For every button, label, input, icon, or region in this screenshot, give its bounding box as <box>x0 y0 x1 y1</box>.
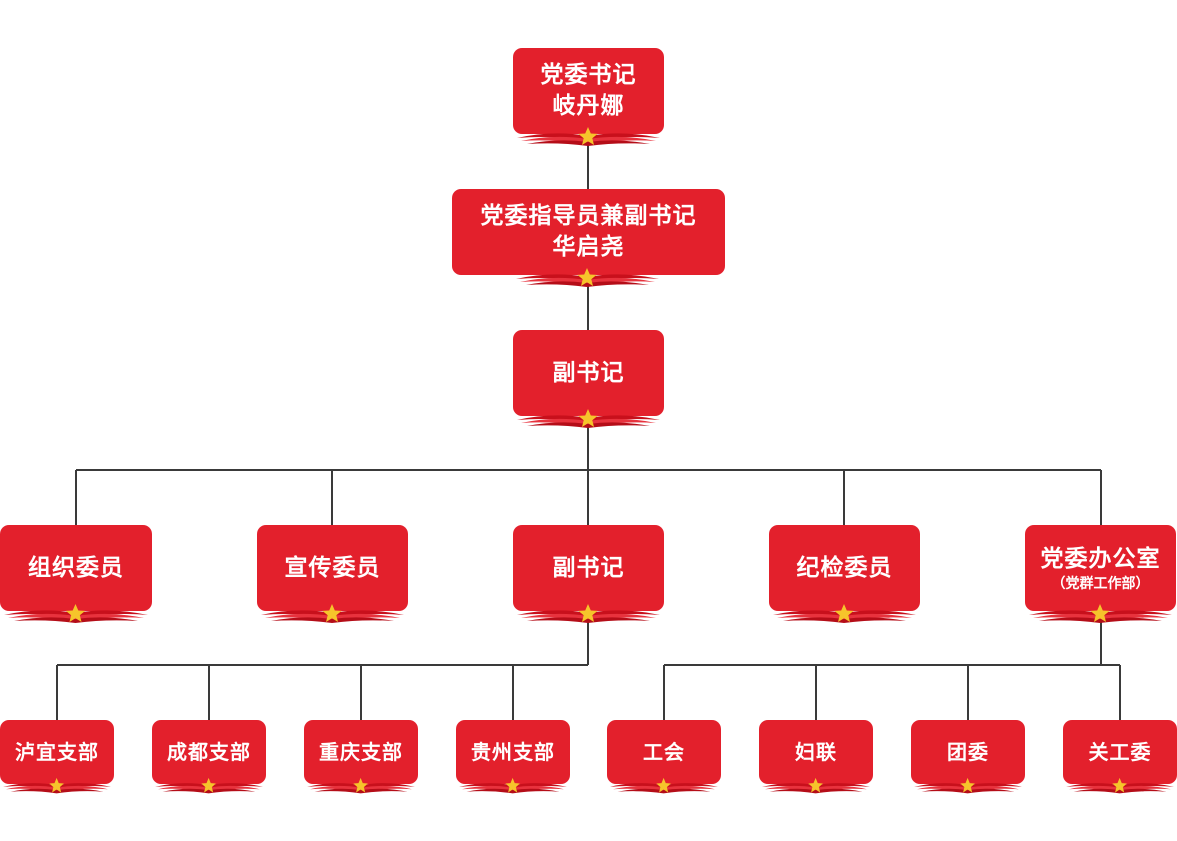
node-title: 党委书记 <box>540 62 637 88</box>
node-title: 工会 <box>643 739 685 764</box>
node-title: 成都支部 <box>167 739 251 764</box>
node-title: 关工委 <box>1088 739 1152 764</box>
node-title: 宣传委员 <box>284 554 381 581</box>
node-women-federation: 妇联 <box>759 720 873 796</box>
ribbon-star-icon <box>516 268 659 287</box>
node-title: 纪检委员 <box>796 554 893 581</box>
ribbon-star-icon <box>914 777 1022 794</box>
node-person-name: 岐丹娜 <box>552 93 625 119</box>
node-chengdu-branch: 成都支部 <box>152 720 266 796</box>
ribbon-star-icon <box>610 777 718 794</box>
node-title: 贵州支部 <box>471 739 555 764</box>
node-propaganda-member: 宣传委员 <box>257 525 408 625</box>
ribbon-star-icon <box>155 777 263 794</box>
node-organization-member: 组织委员 <box>0 525 152 625</box>
node-title: 组织委员 <box>28 554 124 581</box>
node-deputy-secretary-top: 副书记 <box>513 330 664 430</box>
ribbon-star-icon <box>773 604 916 623</box>
ribbon-star-icon <box>261 604 404 623</box>
node-elder-committee: 关工委 <box>1063 720 1177 796</box>
node-title: 泸宜支部 <box>15 739 99 764</box>
node-party-secretary: 党委书记 岐丹娜 <box>513 48 664 148</box>
node-party-office: 党委办公室 （党群工作部） <box>1025 525 1176 625</box>
node-chongqing-branch: 重庆支部 <box>304 720 418 796</box>
node-title: 副书记 <box>552 554 625 581</box>
node-subtitle: （党群工作部） <box>1051 575 1150 592</box>
ribbon-star-icon <box>3 777 111 794</box>
node-title: 妇联 <box>795 739 837 764</box>
node-youth-league: 团委 <box>911 720 1025 796</box>
node-title: 团委 <box>947 739 989 764</box>
node-deputy-secretary-mid: 副书记 <box>513 525 664 625</box>
node-title: 党委指导员兼副书记 <box>480 203 697 229</box>
ribbon-star-icon <box>762 777 870 794</box>
ribbon-star-icon <box>4 604 148 623</box>
ribbon-star-icon <box>307 777 415 794</box>
ribbon-star-icon <box>517 127 660 146</box>
ribbon-star-icon <box>459 777 567 794</box>
ribbon-star-icon <box>1066 777 1174 794</box>
node-title: 重庆支部 <box>319 739 403 764</box>
node-person-name: 华启尧 <box>552 234 625 260</box>
node-instructor-deputy-secretary: 党委指导员兼副书记 华启尧 <box>452 189 725 289</box>
node-luyi-branch: 泸宜支部 <box>0 720 114 796</box>
node-discipline-member: 纪检委员 <box>769 525 920 625</box>
node-trade-union: 工会 <box>607 720 721 796</box>
ribbon-star-icon <box>517 604 660 623</box>
node-title: 党委办公室 <box>1040 545 1161 572</box>
ribbon-star-icon <box>1029 604 1172 623</box>
ribbon-star-icon <box>517 409 660 428</box>
node-title: 副书记 <box>552 359 625 386</box>
node-guizhou-branch: 贵州支部 <box>456 720 570 796</box>
